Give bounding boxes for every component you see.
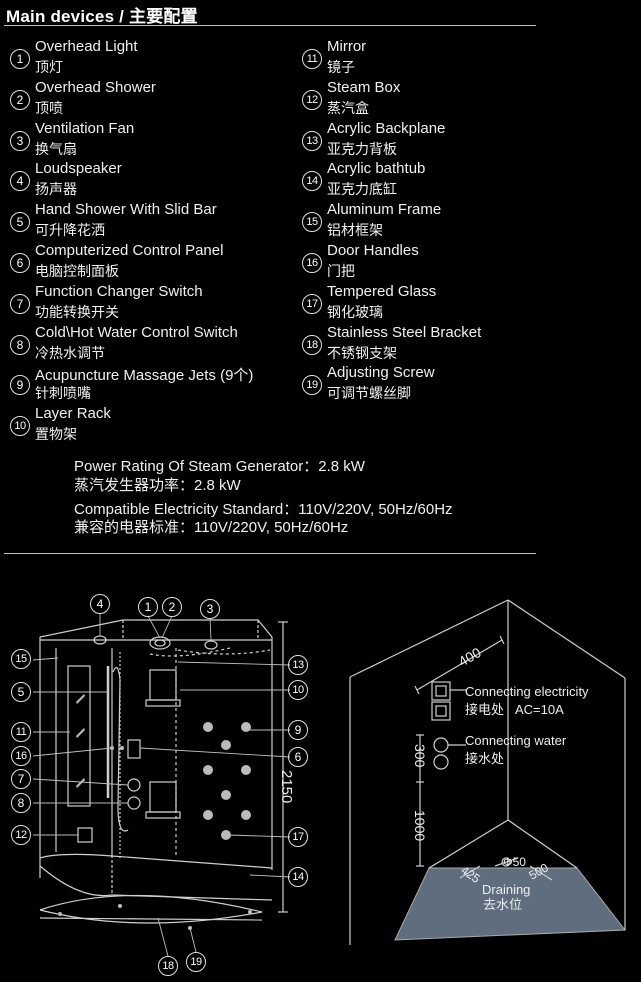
top-divider [4,25,536,26]
item-name-zh: 扬声器 [35,181,77,198]
callout-16: 16 [11,746,31,766]
item-name-zh: 可调节螺丝脚 [327,385,411,402]
item-number-badge: 14 [302,171,322,192]
item-number-badge: 3 [10,130,30,151]
elec-spec: AC=10A [515,702,564,717]
item-name-en: Stainless Steel Bracket [327,323,482,341]
item-number-badge: 16 [302,253,322,273]
callout-7: 7 [11,769,31,789]
item-number-badge: 6 [10,253,30,273]
item-name-en: Aluminum Frame [327,201,442,219]
height-dimension-label: 2150 [278,770,295,803]
dim-low: 1000 [412,810,428,841]
callout-18: 18 [158,956,178,976]
item-name-zh: 亚克力底缸 [327,181,397,198]
item-number-badge: 4 [10,171,30,192]
callout-4: 4 [90,594,110,614]
callout-6: 6 [288,747,308,767]
callout-3: 3 [200,599,220,619]
dim-width: 400 [456,644,484,670]
callout-9: 9 [288,720,308,740]
item-number-badge: 19 [302,375,322,396]
item-name-zh: 换气扇 [35,140,77,157]
drain-size: Φ50 [503,855,526,869]
item-name-en: Overhead Light [35,38,138,55]
drain-label-en: Draining [482,882,530,897]
item-number-badge: 8 [10,334,30,355]
item-number-badge: 1 [10,49,30,69]
item-name-en: Computerized Control Panel [35,242,224,259]
item-name-en: Cold\Hot Water Control Switch [35,323,238,341]
item-name-en: Acupuncture Massage Jets (9个) [35,367,254,385]
item-name-en: Function Changer Switch [35,282,203,300]
item-name-en: Adjusting Screw [327,364,435,382]
item-name-en: Door Handles [327,242,419,259]
callout-2: 2 [162,597,182,617]
item-number-badge: 5 [10,212,30,233]
item-name-en: Loudspeaker [35,160,122,178]
callout-10: 10 [288,680,308,700]
page-title: Main devices / 主要配置 [6,7,198,26]
callout-17: 17 [288,827,308,847]
spec-electric-en: Compatible Electricity Standard：110V/220… [74,501,453,518]
callout-15: 15 [11,649,31,669]
item-name-zh: 蒸汽盒 [327,99,369,116]
callout-19: 19 [186,952,206,972]
item-name-zh: 亚克力背板 [327,140,397,157]
dim-mid: 300 [412,744,428,768]
item-name-en: Layer Rack [35,405,111,423]
item-name-zh: 铝材框架 [327,222,383,239]
water-label-zh: 接水处 [465,751,504,766]
item-number-badge: 2 [10,89,30,110]
item-number-badge: 11 [302,49,322,69]
callout-5: 5 [11,682,31,702]
item-name-zh: 功能转换开关 [35,303,119,320]
item-name-en: Hand Shower With Slid Bar [35,201,217,219]
item-number-badge: 10 [10,416,30,437]
item-number-badge: 7 [10,293,30,314]
callout-1: 1 [138,597,158,617]
elec-label-zh: 接电处 [465,702,504,717]
water-label-en: Connecting water [465,733,567,748]
callout-8: 8 [11,793,31,813]
item-number-badge: 18 [302,334,322,355]
callout-13: 13 [288,655,308,675]
item-number-badge: 13 [302,130,322,151]
callout-12: 12 [11,825,31,845]
item-number-badge: 9 [10,375,30,396]
item-name-en: Acrylic Backplane [327,119,446,137]
item-name-zh: 顶喷 [35,99,63,116]
callout-14: 14 [288,867,308,887]
item-name-en: Overhead Shower [35,78,156,96]
spec-electric-zh: 兼容的电器标准：110V/220V, 50Hz/60Hz [74,519,349,536]
item-name-en: Steam Box [327,78,401,96]
item-name-en: Tempered Glass [327,282,437,300]
item-name-zh: 钢化玻璃 [327,303,383,320]
item-name-zh: 冷热水调节 [35,344,105,361]
item-number-badge: 15 [302,212,322,233]
item-name-zh: 可升降花洒 [35,222,105,239]
item-name-zh: 不锈钢支架 [327,344,397,361]
item-number-badge: 17 [302,293,322,314]
spec-power-zh: 蒸汽发生器功率：2.8 kW [74,477,241,494]
item-name-en: Mirror [327,38,367,55]
callout-11: 11 [11,722,31,742]
elec-label-en: Connecting electricity [465,684,589,699]
item-name-en: Ventilation Fan [35,119,135,137]
item-name-zh: 针刺喷嘴 [35,385,91,402]
middle-divider [4,553,536,554]
item-name-zh: 电脑控制面板 [35,263,119,279]
item-name-en: Acrylic bathtub [327,160,426,178]
spec-power-en: Power Rating Of Steam Generator：2.8 kW [74,458,365,475]
item-name-zh: 顶灯 [35,59,63,75]
item-name-zh: 置物架 [35,426,77,443]
item-name-zh: 门把 [327,263,355,279]
drain-label-zh: 去水位 [483,897,522,912]
item-number-badge: 12 [302,89,322,110]
item-name-zh: 镜子 [327,59,355,75]
